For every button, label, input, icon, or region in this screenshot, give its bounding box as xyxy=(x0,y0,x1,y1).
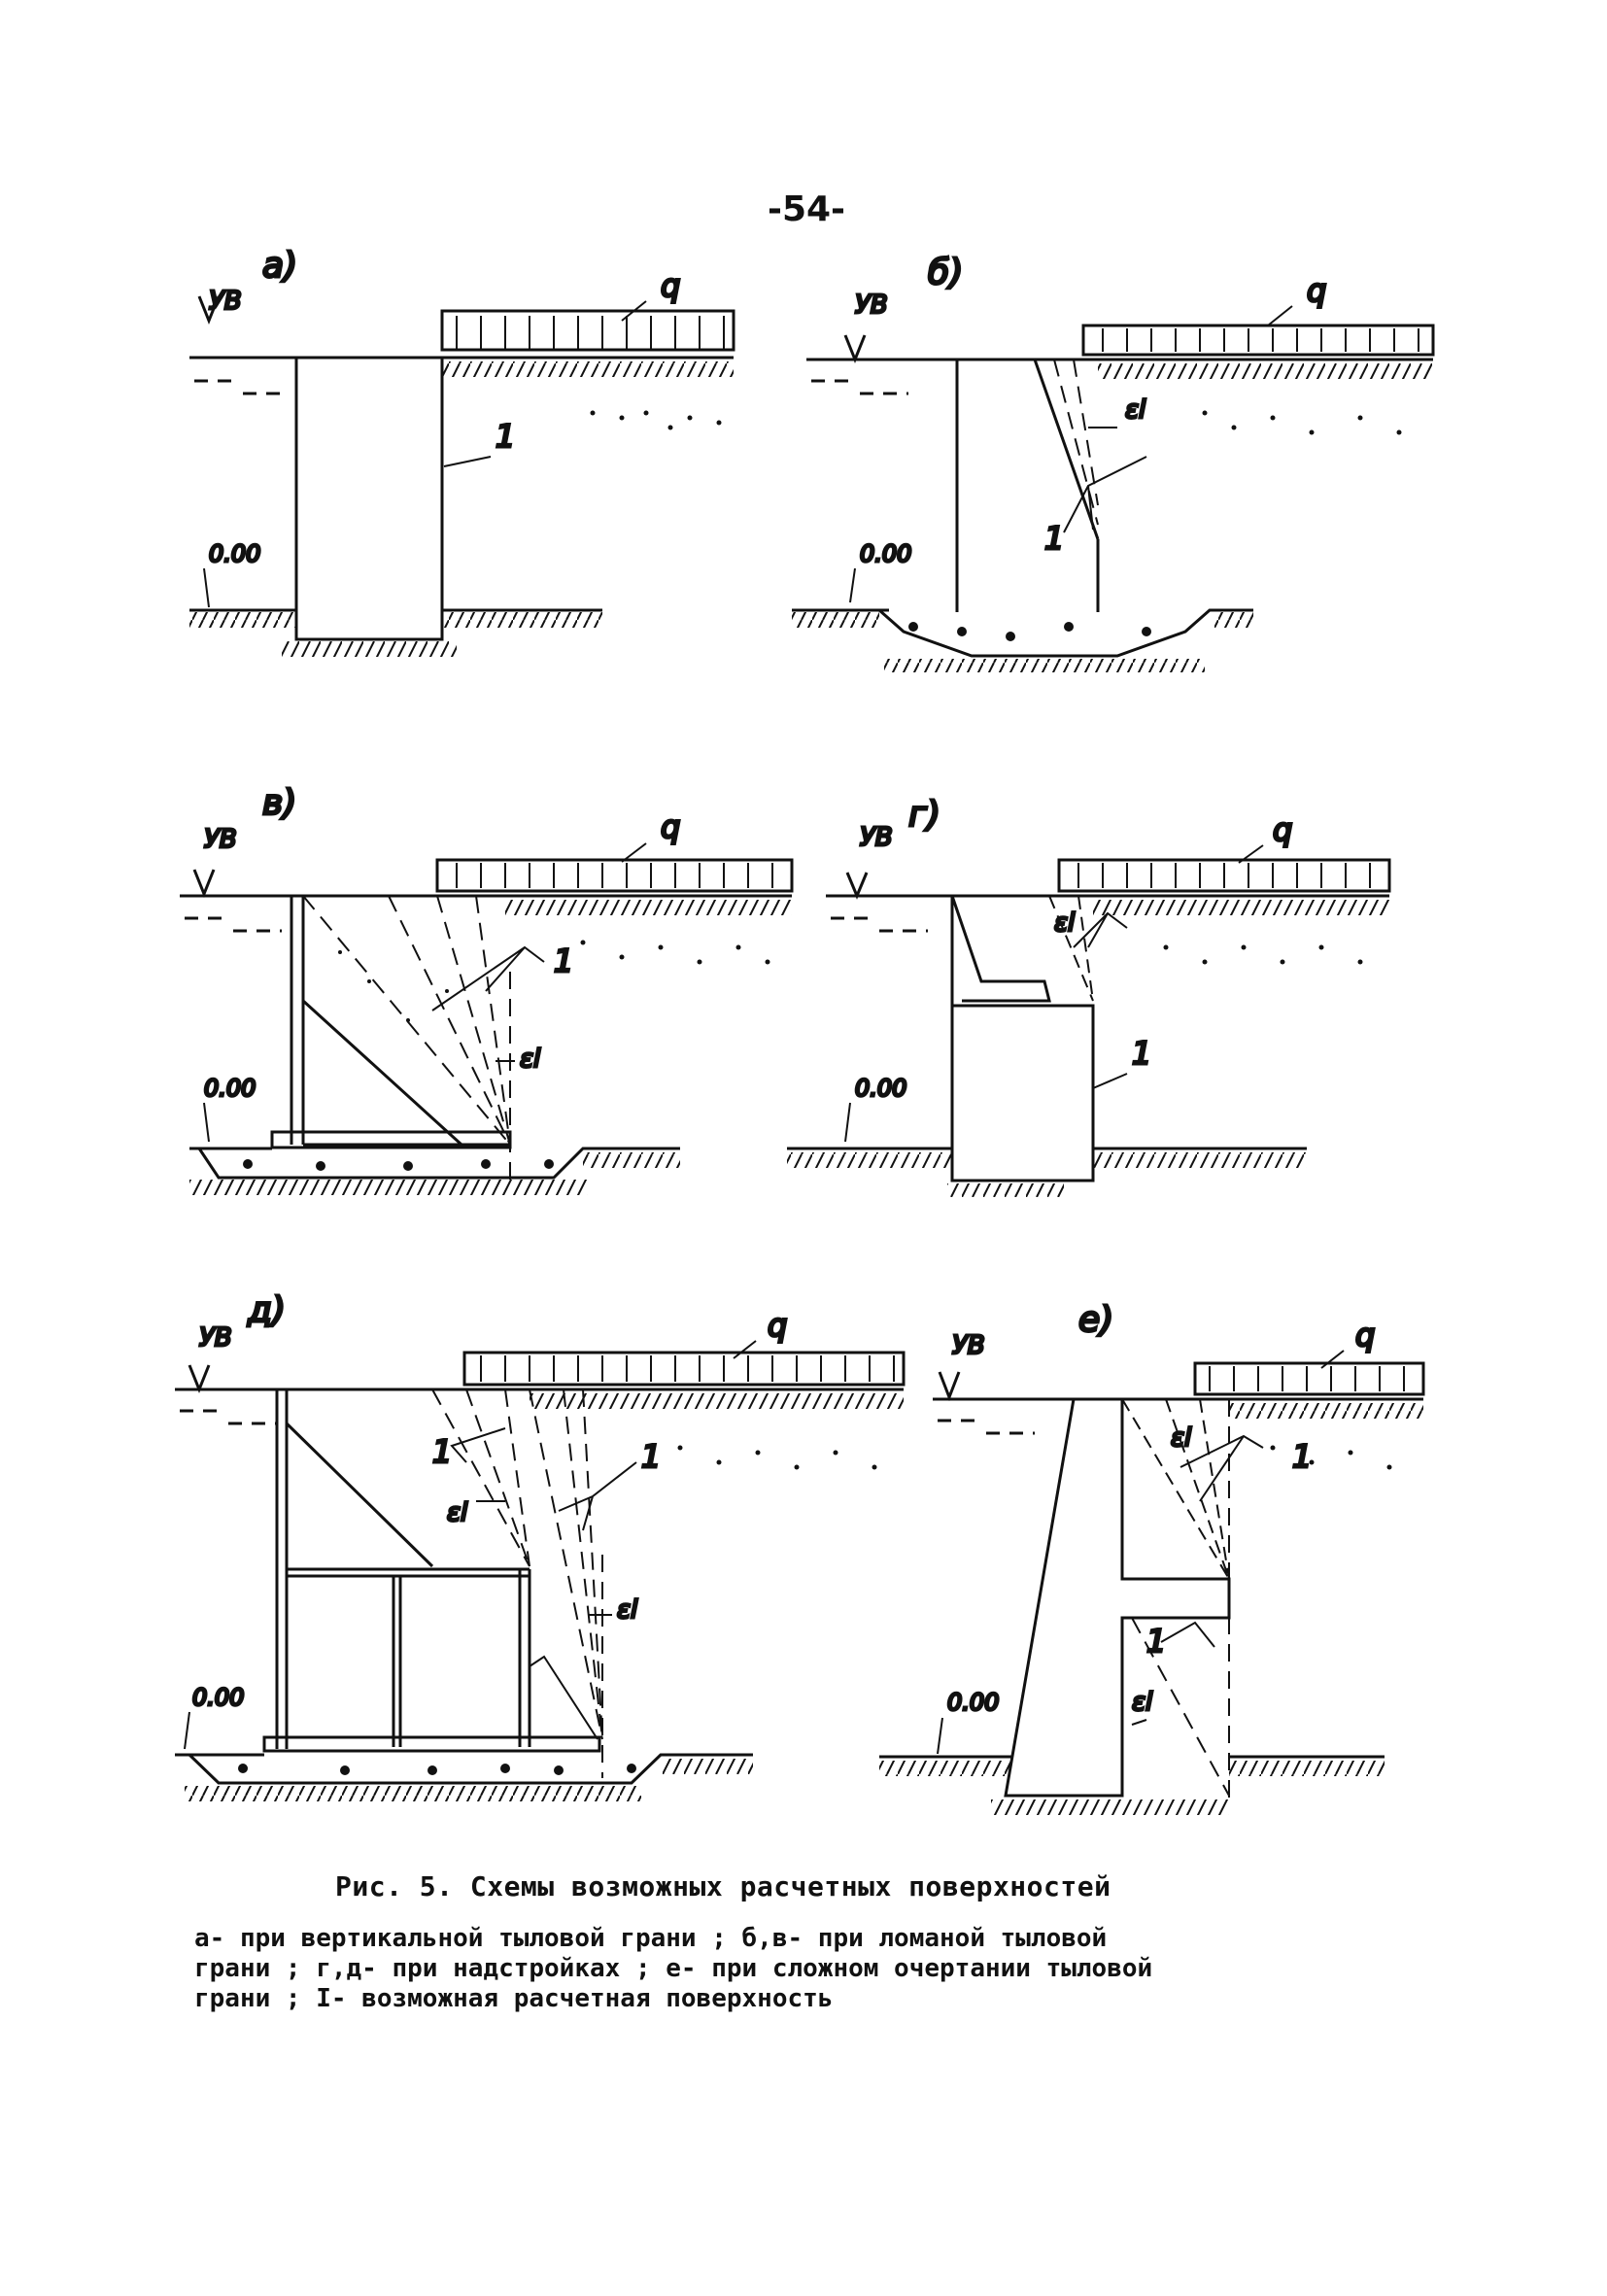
panel-v-surface-label: 1 xyxy=(554,942,573,979)
panel-d-angle-label-2: εi xyxy=(617,1595,638,1625)
panel-g-zero-mark: 0.00 xyxy=(855,1075,906,1102)
panel-e: е) УВ q εi 1 1 εi 0.00 xyxy=(879,1299,1425,1815)
panel-b-water-level: УВ xyxy=(855,291,888,320)
panel-e-surface-label: 1 xyxy=(1292,1438,1312,1475)
panel-b-label: б) xyxy=(928,253,963,292)
panel-v-water-level: УВ xyxy=(204,825,237,854)
panel-v-load-label: q xyxy=(661,808,680,845)
panel-b-surface-label: 1 xyxy=(1044,520,1064,557)
panel-g-surface-label: 1 xyxy=(1132,1035,1151,1072)
legend-line: а- при вертикальной тыловой грани ; б,в-… xyxy=(194,1924,1108,1953)
panel-e-zero-mark: 0.00 xyxy=(947,1689,999,1716)
panel-g-load-label: q xyxy=(1273,811,1292,848)
panel-a: а) УВ q 1 0.00 xyxy=(189,245,735,657)
panel-v-label: в) xyxy=(262,783,296,823)
legend-line: грани ; г,д- при надстройках ; е- при сл… xyxy=(194,1954,1153,1983)
panel-e-angle-label: εi xyxy=(1171,1423,1192,1453)
panel-a-load-arrows xyxy=(456,316,725,350)
panel-d-angle-label: εi xyxy=(447,1498,468,1527)
panel-a-zero-mark: 0.00 xyxy=(209,540,260,567)
panel-g: г) УВ q εi 1 0.00 xyxy=(787,794,1391,1197)
panel-e-label: е) xyxy=(1078,1300,1113,1340)
panel-d: д) УВ q 1 εi 1 xyxy=(175,1289,906,1801)
panel-b: б) УВ q εi 1 0.00 xyxy=(792,252,1435,672)
panel-e-angle-label-2: εi xyxy=(1132,1688,1153,1717)
panel-v-zero-mark: 0.00 xyxy=(204,1075,256,1102)
panel-g-water-level: УВ xyxy=(860,823,893,852)
figure-legend: а- при вертикальной тыловой грани ; б,в-… xyxy=(194,1924,1380,2014)
panel-e-surface-label-2: 1 xyxy=(1146,1623,1166,1660)
panel-d-load-label: q xyxy=(768,1307,787,1344)
panel-b-zero-mark: 0.00 xyxy=(860,540,911,567)
figure-caption: Рис. 5. Схемы возможных расчетных поверх… xyxy=(335,1870,1111,1902)
panel-e-water-level: УВ xyxy=(952,1331,985,1360)
panel-d-water-level: УВ xyxy=(199,1323,232,1353)
panel-b-load-label: q xyxy=(1307,272,1326,309)
panel-g-label: г) xyxy=(908,795,940,835)
panel-a-surface-label: 1 xyxy=(496,418,515,455)
panel-v: в) УВ q 1 εi 0.00 xyxy=(180,782,794,1195)
panel-d-label: д) xyxy=(247,1290,286,1330)
panel-d-zero-mark: 0.00 xyxy=(192,1684,244,1711)
panel-d-surface-label: 1 xyxy=(432,1433,452,1470)
panel-d-surface-label-2: 1 xyxy=(641,1438,661,1475)
panel-v-angle-label: εi xyxy=(520,1045,541,1074)
panel-e-load-label: q xyxy=(1355,1317,1375,1354)
panel-a-load-label: q xyxy=(661,267,680,304)
legend-line: грани ; I- возможная расчетная поверхнос… xyxy=(194,1984,834,2013)
panel-g-angle-label: εi xyxy=(1054,908,1076,938)
page-number: -54- xyxy=(768,189,845,229)
panel-b-angle-label: εi xyxy=(1125,395,1146,425)
panel-a-label: а) xyxy=(262,246,297,286)
